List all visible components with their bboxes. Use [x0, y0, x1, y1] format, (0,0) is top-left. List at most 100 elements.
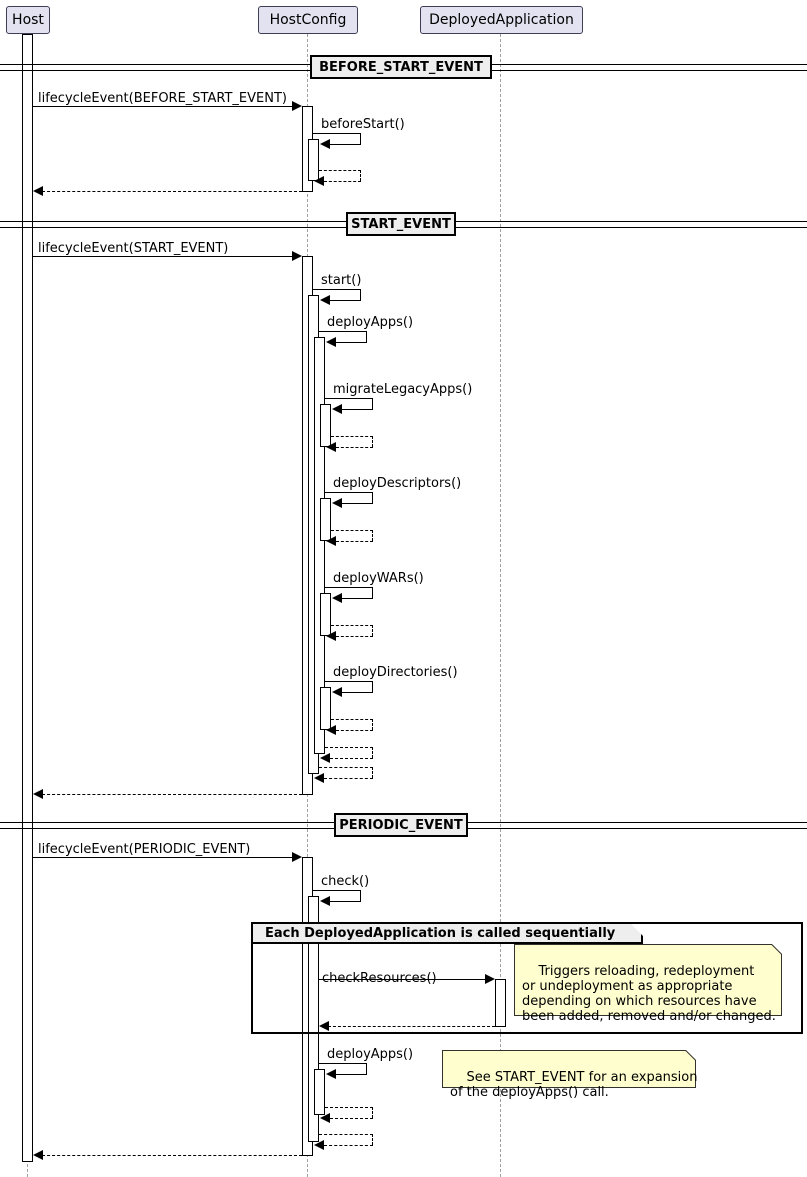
message-arrowhead-m5 — [292, 251, 302, 261]
group-label-sequential: Each DeployedApplication is called seque… — [253, 924, 643, 944]
divider-before-start: BEFORE_START_EVENT — [310, 55, 492, 79]
message-line-m24-right — [372, 1107, 373, 1118]
message-arrowhead-m21 — [485, 974, 495, 984]
activation-hostconfig-beforestart-nested — [308, 139, 319, 181]
activation-hostconfig-migratelegacyapps — [320, 404, 331, 447]
participant-host[interactable]: Host — [6, 6, 50, 34]
message-line-m14-bottom — [342, 692, 373, 693]
message-line-m22 — [328, 1026, 495, 1027]
message-label-checkresources: checkResources() — [322, 971, 437, 986]
message-label-check: check() — [321, 874, 370, 889]
divider-start-label: START_EVENT — [351, 216, 451, 232]
message-arrowhead-m1 — [292, 101, 302, 111]
note-deployapps-fold-icon — [686, 1050, 696, 1060]
message-line-m12-top — [325, 587, 373, 588]
message-arrowhead-m25 — [314, 1140, 324, 1150]
divider-start: START_EVENT — [346, 212, 456, 236]
participant-deployedapplication[interactable]: DeployedApplication — [420, 6, 583, 34]
message-line-m9-bottom — [336, 447, 373, 448]
message-label-deploywars: deployWARs() — [333, 571, 424, 586]
message-label-deploydescriptors: deployDescriptors() — [333, 476, 462, 491]
message-line-m17-right — [372, 767, 373, 778]
message-line-m8-top — [325, 398, 373, 399]
message-line-m1 — [33, 106, 292, 107]
message-line-m20-bottom — [330, 901, 361, 902]
activation-hostconfig-periodic-deployapps — [314, 1069, 325, 1115]
divider-before-start-label: BEFORE_START_EVENT — [319, 59, 483, 75]
message-arrowhead-m13 — [326, 631, 336, 641]
message-arrowhead-m24 — [320, 1113, 330, 1123]
activation-host — [22, 34, 33, 1162]
message-line-m16-bottom — [330, 758, 373, 759]
message-line-m14-top — [325, 681, 373, 682]
message-line-m26 — [42, 1155, 302, 1156]
participant-host-label: Host — [12, 12, 44, 28]
note-deployapps: See START_EVENT for an expansion of the … — [442, 1050, 697, 1100]
message-line-m10-right — [372, 492, 373, 503]
message-arrowhead-m8 — [332, 404, 342, 414]
participant-hostconfig[interactable]: HostConfig — [258, 6, 358, 34]
message-line-m5 — [33, 256, 292, 257]
message-arrowhead-m11 — [326, 536, 336, 546]
lifeline-deployedapplication — [500, 34, 501, 1177]
message-arrowhead-m22 — [319, 1021, 329, 1031]
participant-hostconfig-label: HostConfig — [269, 12, 347, 28]
message-line-m9-right — [372, 436, 373, 447]
message-line-m10-top — [325, 492, 373, 493]
message-arrowhead-m7 — [326, 337, 336, 347]
message-line-m10-bottom — [342, 503, 373, 504]
message-label-lifecycleevent-before-start: lifecycleEvent(BEFORE_START_EVENT) — [38, 91, 287, 106]
message-arrowhead-m16 — [320, 753, 330, 763]
message-line-m25-bottom — [324, 1145, 373, 1146]
message-line-m7-bottom — [336, 342, 367, 343]
message-label-lifecycleevent-periodic: lifecycleEvent(PERIODIC_EVENT) — [38, 842, 251, 857]
message-arrowhead-m14 — [332, 687, 342, 697]
message-line-m15-right — [372, 719, 373, 730]
message-line-m23-right — [366, 1063, 367, 1074]
note-checkresources-fold-icon — [772, 944, 782, 954]
message-line-m9-top — [331, 436, 373, 437]
message-line-m15-bottom — [336, 730, 373, 731]
message-line-m13-bottom — [336, 636, 373, 637]
message-label-beforestart: beforeStart() — [321, 117, 405, 132]
message-line-m11-bottom — [336, 541, 373, 542]
message-line-m23-bottom — [336, 1074, 367, 1075]
message-line-m18 — [42, 794, 302, 795]
message-label-lifecycleevent-start: lifecycleEvent(START_EVENT) — [38, 241, 229, 256]
message-line-m17-bottom — [324, 778, 373, 779]
message-line-m24-top — [325, 1107, 373, 1108]
message-line-m6-top — [313, 289, 361, 290]
message-line-m7-top — [319, 331, 367, 332]
message-line-m15-top — [331, 719, 373, 720]
message-line-m21 — [319, 979, 485, 980]
message-line-m3-top — [319, 170, 361, 171]
activation-hostconfig-deploydirectories — [320, 687, 331, 730]
activation-hostconfig-deploywars — [320, 593, 331, 636]
message-label-deployapps-periodic: deployApps() — [327, 1047, 414, 1062]
message-line-m11-right — [372, 530, 373, 541]
message-line-m3-right — [360, 170, 361, 181]
message-line-m13-top — [331, 625, 373, 626]
note-checkresources-text: Triggers reloading, redeployment or unde… — [522, 964, 776, 1024]
message-arrowhead-m17 — [314, 773, 324, 783]
message-line-m6-right — [360, 289, 361, 300]
message-line-m6-bottom — [330, 300, 361, 301]
message-line-m25-top — [319, 1134, 373, 1135]
message-label-deploydirectories: deployDirectories() — [333, 665, 458, 680]
message-line-m14-right — [372, 681, 373, 692]
message-line-m23-top — [319, 1063, 367, 1064]
note-deployapps-text: See START_EVENT for an expansion of the … — [450, 1070, 698, 1100]
message-line-m25-right — [372, 1134, 373, 1145]
message-line-m4 — [42, 191, 302, 192]
message-line-m16-top — [325, 747, 373, 748]
divider-periodic-label: PERIODIC_EVENT — [339, 817, 463, 833]
message-arrowhead-m3 — [314, 176, 324, 186]
activation-hostconfig-deployapps — [314, 337, 325, 754]
message-line-m17-top — [319, 767, 373, 768]
message-arrowhead-m26 — [33, 1150, 43, 1160]
activation-hostconfig-deploydescriptors — [320, 498, 331, 541]
message-arrowhead-m2 — [320, 139, 330, 149]
message-line-m24-bottom — [330, 1118, 373, 1119]
message-arrowhead-m12 — [332, 593, 342, 603]
message-arrowhead-m23 — [326, 1069, 336, 1079]
